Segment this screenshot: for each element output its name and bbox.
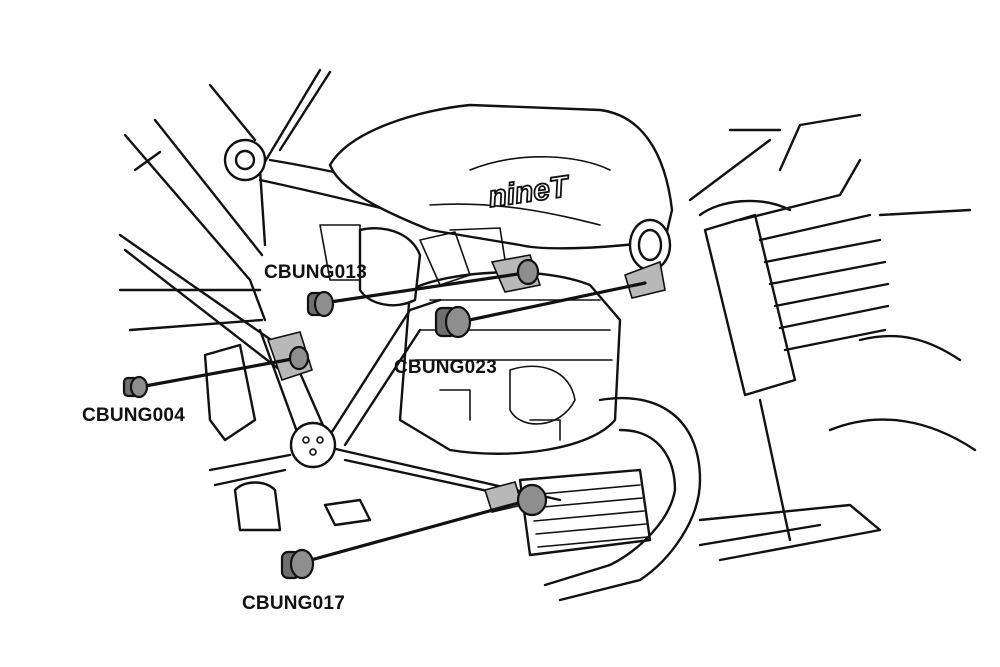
- label-cbung013: CBUNG013: [264, 262, 367, 283]
- plug-cbung004-icon: [122, 375, 149, 399]
- label-cbung023: CBUNG023: [394, 357, 497, 378]
- callout-cbung004[interactable]: CBUNG004: [82, 345, 310, 426]
- callout-cbung023[interactable]: CBUNG023: [394, 281, 647, 378]
- callout-cbung017[interactable]: CBUNG017: [242, 483, 548, 614]
- plug-cbung017-icon: [280, 548, 315, 580]
- label-cbung017: CBUNG017: [242, 593, 345, 614]
- frame-line-art: nineT: [118, 68, 977, 602]
- plug-cbung013-icon: [306, 290, 335, 318]
- label-cbung004: CBUNG004: [82, 405, 185, 426]
- callout-cbung013[interactable]: CBUNG013: [264, 258, 540, 318]
- plug-cbung023-icon: [434, 305, 472, 339]
